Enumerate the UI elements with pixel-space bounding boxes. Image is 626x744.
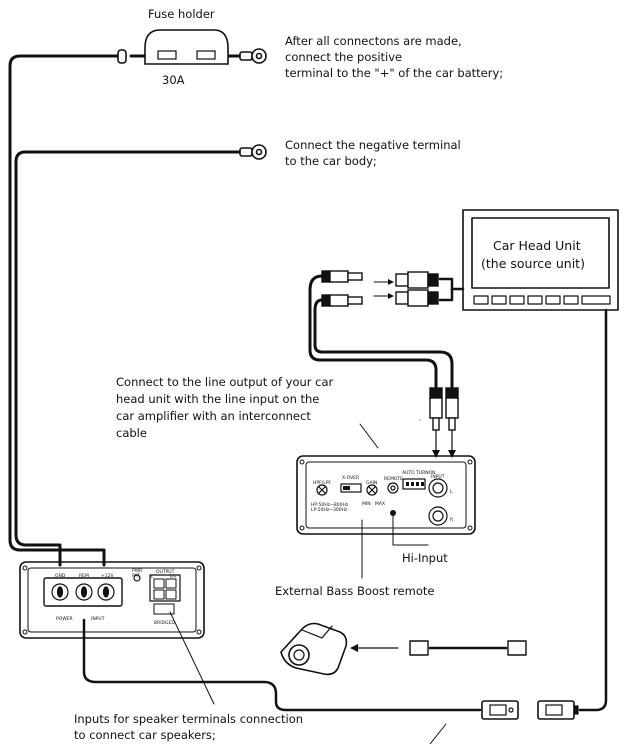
amp-input-label: INPUT	[431, 475, 445, 480]
input-label: INPUT	[91, 617, 105, 622]
power-wire	[8, 54, 122, 567]
fuse-holder-label: Fuse holder	[148, 7, 215, 21]
amp-input-panel	[296, 455, 476, 535]
instruction-line-3: car amplifier with an interconnect	[116, 409, 311, 423]
pwr-label: PWR	[132, 569, 143, 574]
pat-label: PAT	[132, 574, 140, 579]
hi-input-label: Hi-Input	[402, 551, 448, 565]
remote-label: REMOTE	[384, 477, 403, 482]
amp-input-l: L	[450, 490, 453, 495]
instruction-line-4: cable	[116, 426, 147, 440]
freq2-label: LP:50Hz~300Hz	[311, 508, 348, 513]
bass-remote-label: External Bass Boost remote	[275, 584, 435, 598]
ground-wire	[14, 150, 259, 567]
gain-min-label: MIN	[362, 502, 371, 507]
instruction-negative-2: to the car body;	[285, 154, 377, 168]
instruction-line-2: head unit with the line input on the	[116, 392, 320, 406]
fuse-rating: 30A	[162, 73, 185, 87]
amp-input-r: R	[450, 518, 454, 523]
amp-main-panel	[19, 561, 205, 639]
output-l-label: L	[151, 575, 154, 580]
instruction-positive-2: connect the positive	[285, 50, 403, 64]
rem-label: REM	[79, 574, 89, 579]
instruction-speakers-2: to connect car speakers;	[74, 728, 216, 742]
instruction-positive-1: After all connectons are made,	[285, 34, 462, 48]
auto-turn-on-label: AUTO TURNON	[402, 471, 436, 476]
gain-max-label: MAX	[375, 502, 386, 507]
instruction-line-1: Connect to the line output of your car	[116, 375, 334, 389]
head-unit-subtitle: (the source unit)	[481, 256, 585, 271]
x-over-label: X-OVER	[342, 476, 360, 481]
head-unit-title: Car Head Unit	[493, 238, 581, 253]
plus12-label: +12V	[101, 574, 114, 579]
head-unit	[462, 209, 619, 311]
instruction-speakers-1: Inputs for speaker terminals connection	[74, 712, 304, 726]
instruction-negative-1: Connect the negative terminal	[285, 138, 461, 152]
plug-male	[481, 700, 519, 720]
hpf-lpf-label: HPF/LPF	[313, 481, 332, 486]
gain-label: GAIN	[366, 481, 378, 486]
bridged-label: BRIDGED	[154, 621, 175, 626]
freq-label: HP:50Hz~800Hz	[311, 503, 349, 508]
power-label: POWER	[56, 617, 73, 622]
instruction-positive-3: terminal to the "+" of the car battery;	[285, 66, 504, 80]
bass-remote-knob	[280, 622, 348, 676]
gnd-label: GND	[55, 574, 66, 579]
output-label: OUTPUT	[156, 570, 175, 575]
output-r-label: R+	[170, 575, 177, 580]
